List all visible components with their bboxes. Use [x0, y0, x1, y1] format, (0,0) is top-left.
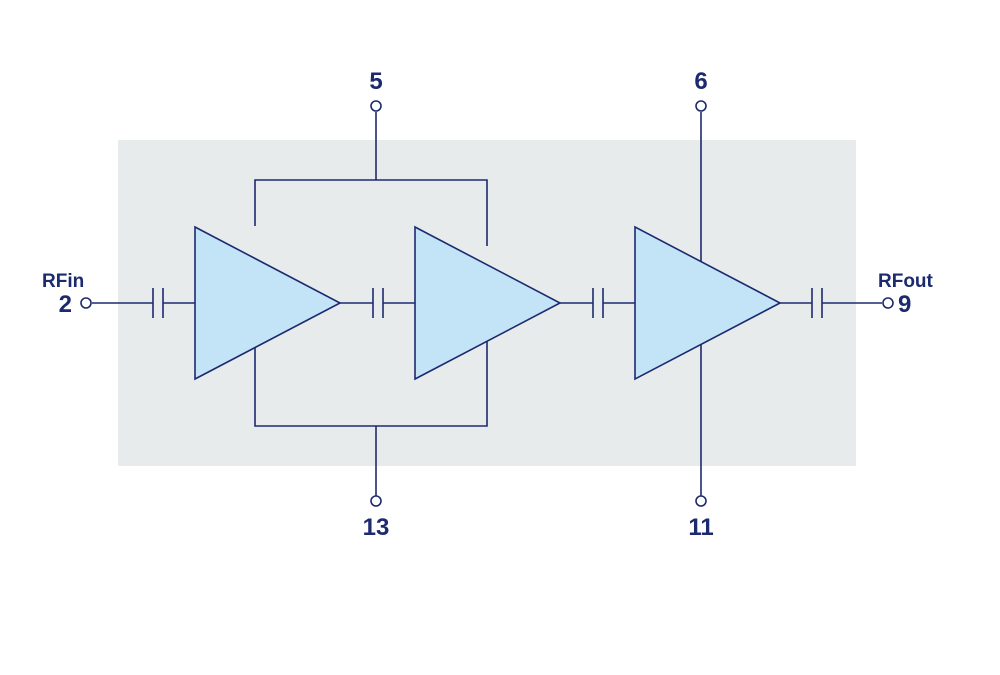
pin-terminal-11: [695, 495, 707, 507]
pin-terminal-5: [370, 100, 382, 112]
pin-label-13: 13: [363, 514, 390, 541]
pin-label-11: 11: [688, 514, 713, 541]
supply-rail-bottom-stage12: [254, 340, 488, 427]
port-name-rfout: RFout: [878, 271, 934, 292]
pin-terminal-13: [370, 495, 382, 507]
capacitor-output: [811, 288, 823, 318]
amplifier-stage-1: [194, 225, 342, 381]
pin-terminal-2: [80, 297, 92, 309]
pin-label-2: 2: [59, 291, 72, 318]
amplifier-stage-2: [414, 225, 562, 381]
pin-label-5: 5: [369, 68, 382, 95]
pin-label-6: 6: [694, 68, 707, 95]
capacitor-input: [152, 288, 164, 318]
pin-terminal-6: [695, 100, 707, 112]
capacitor-stage2-stage3: [592, 288, 604, 318]
pin-label-9: 9: [898, 291, 911, 318]
pin-terminal-9: [882, 297, 894, 309]
port-name-rfin: RFin: [42, 271, 84, 292]
supply-rail-top-stage12: [254, 179, 488, 246]
capacitor-stage1-stage2: [372, 288, 384, 318]
amplifier-stage-3: [634, 225, 782, 381]
